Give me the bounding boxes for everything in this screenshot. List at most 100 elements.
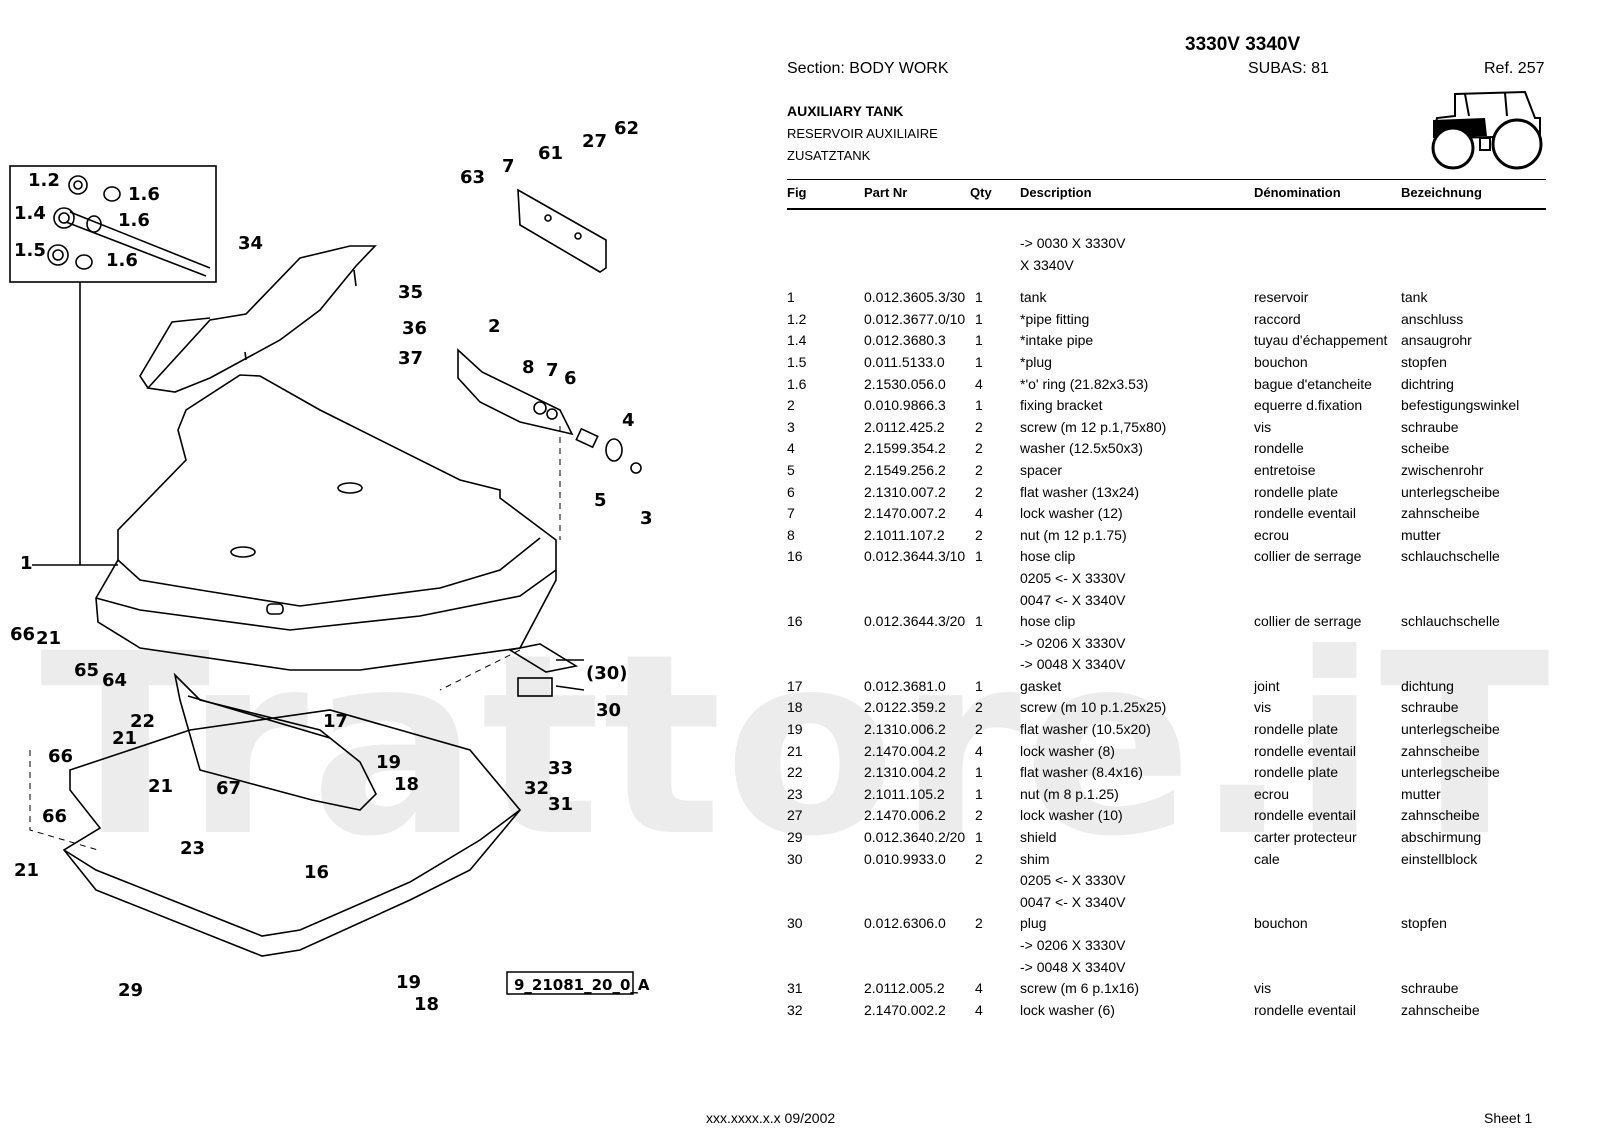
bezeichnung-cell: zahnscheibe bbox=[1401, 1001, 1480, 1018]
description-cell: *intake pipe bbox=[1020, 332, 1094, 349]
description-cell: screw (m 12 p.1,75x80) bbox=[1020, 418, 1167, 435]
title-french: RESERVOIR AUXILIAIRE bbox=[787, 126, 938, 141]
description-cell: -> 0048 X 3340V bbox=[1020, 656, 1126, 673]
description-cell: screw (m 6 p.1x16) bbox=[1020, 980, 1140, 997]
callout-32: 32 bbox=[524, 778, 550, 799]
model-title: 3330V 3340V bbox=[1185, 34, 1301, 55]
fig-cell: 6 bbox=[787, 483, 795, 500]
denomination-cell: ecrou bbox=[1254, 526, 1290, 543]
bezeichnung-cell: mutter bbox=[1401, 785, 1441, 802]
description-cell: gasket bbox=[1020, 677, 1062, 694]
bezeichnung-cell: zahnscheibe bbox=[1401, 505, 1480, 522]
denomination-cell: rondelle plate bbox=[1254, 483, 1339, 500]
callout-21: 21 bbox=[112, 728, 138, 749]
callout-7: 7 bbox=[502, 156, 515, 177]
bezeichnung-cell: scheibe bbox=[1401, 440, 1450, 457]
bezeichnung-cell: unterlegscheibe bbox=[1401, 483, 1500, 500]
denomination-cell: rondelle eventail bbox=[1254, 742, 1356, 759]
description-cell: -> 0206 X 3330V bbox=[1020, 634, 1126, 651]
callout-23: 23 bbox=[180, 838, 206, 859]
exploded-diagram bbox=[9, 165, 642, 995]
callout-6: 6 bbox=[564, 368, 577, 389]
description-cell: shield bbox=[1020, 829, 1057, 846]
part-number-cell: 2.1470.002.2 bbox=[864, 1001, 946, 1018]
footer-code: xxx.xxxx.x.x 09/2002 bbox=[706, 1110, 836, 1126]
fig-cell: 19 bbox=[787, 721, 803, 738]
description-cell: flat washer (13x24) bbox=[1020, 483, 1140, 500]
callout-31: 31 bbox=[548, 794, 574, 815]
description-cell: lock washer (12) bbox=[1020, 505, 1123, 522]
callout-19: 19 bbox=[396, 972, 422, 993]
pipe-fitting bbox=[47, 175, 211, 277]
callout-66: 66 bbox=[10, 624, 36, 645]
description-cell: fixing bracket bbox=[1020, 397, 1103, 414]
table-row: X 3340V bbox=[787, 255, 1547, 277]
description-cell: tank bbox=[1020, 289, 1047, 306]
col-desc: Description bbox=[1020, 185, 1092, 200]
bezeichnung-cell: ansaugrohr bbox=[1401, 332, 1472, 349]
col-part: Part Nr bbox=[864, 185, 908, 200]
fig-cell: 1.5 bbox=[787, 353, 807, 370]
callout-1-6: 1.6 bbox=[128, 184, 160, 205]
callout-18: 18 bbox=[394, 774, 420, 795]
qty-cell: 4 bbox=[975, 375, 983, 392]
qty-cell: 4 bbox=[975, 505, 983, 522]
description-cell: hose clip bbox=[1020, 613, 1076, 630]
denomination-cell: tuyau d'échappement bbox=[1254, 332, 1388, 349]
qty-cell: 1 bbox=[975, 397, 983, 414]
section-label: Section: BODY WORK bbox=[787, 60, 949, 77]
part-number-cell: 2.1530.056.0 bbox=[864, 375, 946, 392]
description-cell: flat washer (10.5x20) bbox=[1020, 721, 1151, 738]
frame-16 bbox=[173, 672, 377, 811]
callout-29: 29 bbox=[118, 980, 144, 1001]
part-number-cell: 2.1470.007.2 bbox=[864, 505, 946, 522]
qty-cell: 4 bbox=[975, 980, 983, 997]
qty-cell: 4 bbox=[975, 742, 983, 759]
col-qty: Qty bbox=[970, 185, 992, 200]
denomination-cell: carter protecteur bbox=[1254, 829, 1357, 846]
denomination-cell: ecrou bbox=[1254, 785, 1290, 802]
denomination-cell: equerre d.fixation bbox=[1254, 397, 1363, 414]
fig-cell: 1 bbox=[787, 289, 795, 306]
description-cell: hose clip bbox=[1020, 548, 1076, 565]
fig-cell: 27 bbox=[787, 807, 803, 824]
part-number-cell: 2.0122.359.2 bbox=[864, 699, 946, 716]
bezeichnung-cell: abschirmung bbox=[1401, 829, 1482, 846]
callout-3: 3 bbox=[640, 508, 653, 529]
callout-22: 22 bbox=[130, 711, 156, 732]
callout-64: 64 bbox=[102, 670, 128, 691]
fig-cell: 22 bbox=[787, 764, 803, 781]
qty-cell: 1 bbox=[975, 829, 983, 846]
callout-1: 1 bbox=[20, 553, 33, 574]
denomination-cell: raccord bbox=[1254, 310, 1301, 327]
table-row: 0205 <- X 3330V bbox=[787, 568, 1547, 590]
denomination-cell: rondelle bbox=[1254, 440, 1304, 457]
drawing-code: 9_21081_20_0_A bbox=[514, 976, 650, 994]
callout-1-4: 1.4 bbox=[14, 203, 46, 224]
callout-7: 7 bbox=[546, 360, 559, 381]
qty-cell: 1 bbox=[975, 764, 983, 781]
part-number-cell: 0.012.3680.3 bbox=[864, 332, 946, 349]
fig-cell: 2 bbox=[787, 397, 795, 414]
callout-27: 27 bbox=[582, 131, 608, 152]
callout-5: 5 bbox=[594, 490, 607, 511]
denomination-cell: bague d'etancheite bbox=[1254, 375, 1372, 392]
fig-cell: 29 bbox=[787, 829, 803, 846]
description-cell: plug bbox=[1020, 915, 1047, 932]
bezeichnung-cell: tank bbox=[1401, 289, 1428, 306]
denomination-cell: collier de serrage bbox=[1254, 613, 1362, 630]
table-row: -> 0206 X 3330V bbox=[787, 935, 1547, 957]
callout-37: 37 bbox=[398, 348, 424, 369]
description-cell: flat washer (8.4x16) bbox=[1020, 764, 1143, 781]
callout-34: 34 bbox=[238, 233, 264, 254]
qty-cell: 1 bbox=[975, 785, 983, 802]
